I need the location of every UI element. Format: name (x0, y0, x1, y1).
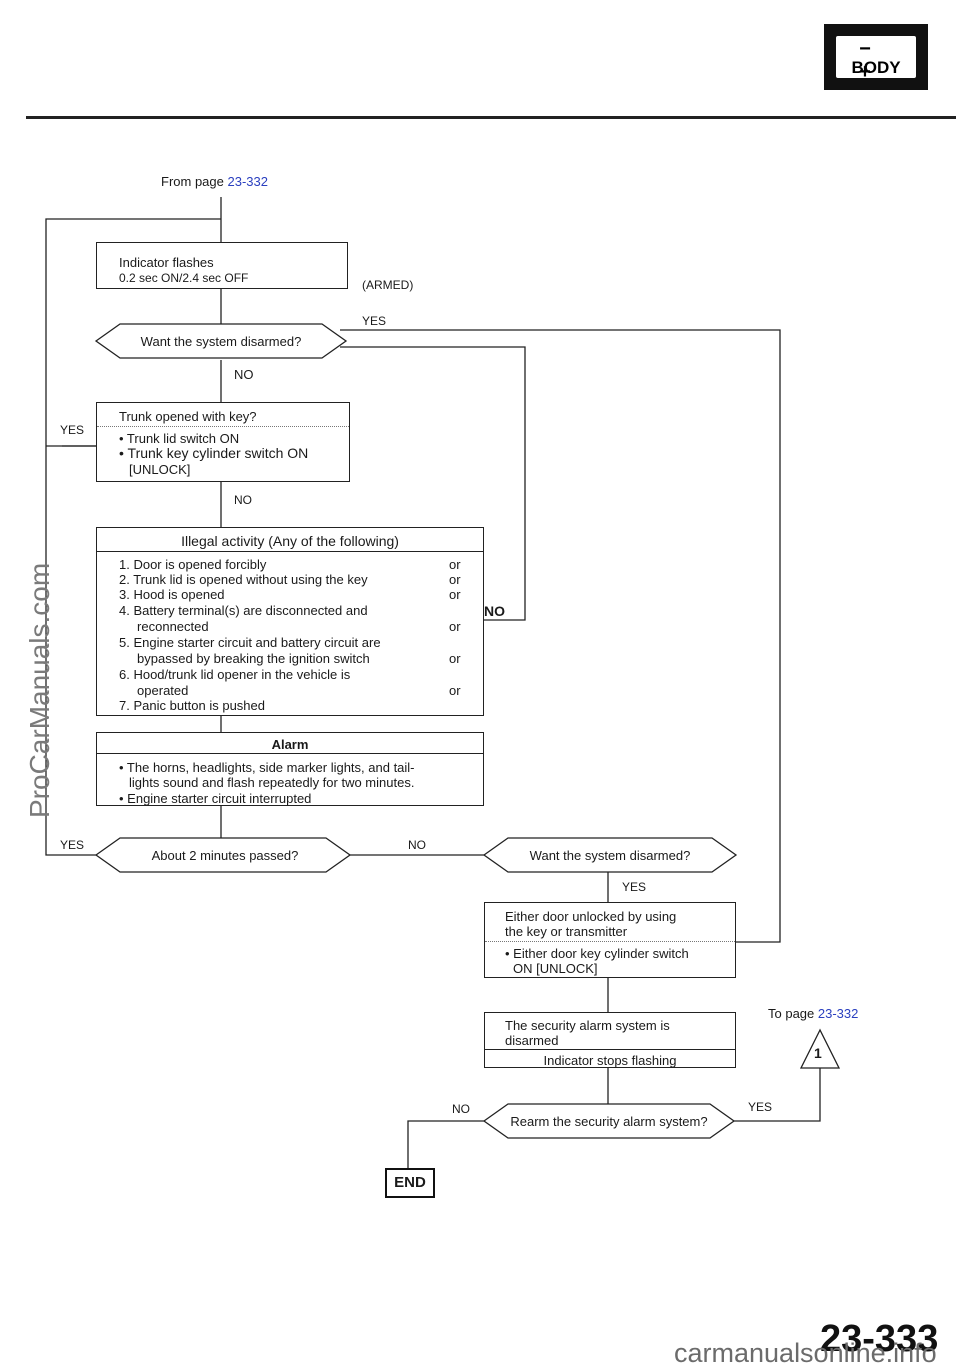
decision4-shape (482, 1103, 736, 1139)
body-section-badge: − + BODY (824, 24, 928, 90)
decision1-yes-label: YES (362, 314, 387, 328)
illegal-line-7: bypassed by breaking the ignition switch (119, 651, 370, 666)
illegal-line-6: 5. Engine starter circuit and battery ci… (119, 635, 381, 650)
trunk-title: Trunk opened with key? (119, 409, 257, 424)
decision1-no-label: NO (234, 367, 254, 382)
to-page-reference: To page 23-332 (768, 1006, 858, 1021)
decision2-shape (94, 837, 352, 873)
alarm-line3: • Engine starter circuit interrupted (119, 791, 312, 806)
decision4-no-label: NO (452, 1102, 470, 1116)
indicator-line2: 0.2 sec ON/2.4 sec OFF (119, 271, 249, 285)
disarmed-line3: Indicator stops flashing (543, 1053, 677, 1068)
unlock-item1: • Either door key cylinder switch (505, 946, 689, 961)
illegal-line-8: 6. Hood/trunk lid opener in the vehicle … (119, 667, 351, 682)
trunk-yes-label: YES (60, 423, 85, 437)
from-page-reference: From page 23-332 (161, 174, 268, 189)
header-rule (26, 116, 956, 119)
unlock-item2: ON [UNLOCK] (513, 961, 598, 976)
trunk-item3: [UNLOCK] (129, 462, 191, 477)
system-disarmed-box: The security alarm system is disarmed In… (484, 1012, 736, 1068)
end-terminator: END (385, 1168, 435, 1198)
indicator-line1: Indicator flashes (119, 255, 214, 270)
illegal-line-4: 4. Battery terminal(s) are disconnected … (119, 603, 368, 618)
decision1-question: Want the system disarmed? (140, 334, 302, 349)
disarmed-line1: The security alarm system is (505, 1018, 670, 1033)
decision3-shape (482, 837, 738, 873)
side-watermark: ProCarManuals.com (24, 562, 55, 818)
unlock-line1: Either door unlocked by using (505, 909, 677, 924)
alarm-title: Alarm (271, 737, 309, 752)
decision1-shape (94, 323, 348, 359)
illegal-no-label: NO (484, 603, 505, 619)
decision3-yes-label: YES (622, 880, 647, 894)
trunk-no-label: NO (234, 493, 252, 507)
decision2-no-label: NO (408, 838, 426, 852)
to-page-prefix: To page (768, 1006, 818, 1021)
alarm-line1: • The horns, headlights, side marker lig… (119, 760, 415, 775)
alarm-box: Alarm • The horns, headlights, side mark… (96, 732, 484, 806)
illegal-title: Illegal activity (Any of the following) (181, 533, 399, 549)
trunk-item2: • Trunk key cylinder switch ON (119, 445, 309, 461)
illegal-line-9: operated (119, 683, 189, 698)
illegal-or-1: or (449, 557, 461, 572)
battery-terminals-icon: − + (859, 38, 893, 83)
armed-label: (ARMED) (362, 278, 414, 292)
illegal-line-10: 7. Panic button is pushed (119, 698, 265, 713)
bottom-watermark: carmanualsonline.info (674, 1338, 937, 1368)
indicator-flashes-box: Indicator flashes 0.2 sec ON/2.4 sec OFF (96, 242, 348, 289)
trunk-opened-box: Trunk opened with key? • Trunk lid switc… (96, 402, 350, 482)
badge-label: BODY (851, 58, 901, 77)
illegal-or-2: or (449, 572, 461, 587)
alarm-line2: lights sound and flash repeatedly for tw… (129, 775, 415, 790)
decision4-yes-label: YES (748, 1100, 773, 1114)
from-page-prefix: From page (161, 174, 228, 189)
illegal-activity-box: Illegal activity (Any of the following) … (96, 527, 484, 716)
to-page-link[interactable]: 23-332 (817, 1006, 859, 1021)
disarmed-line2: disarmed (505, 1033, 559, 1048)
unlock-line2: the key or transmitter (505, 924, 628, 939)
illegal-line-3: 3. Hood is opened (119, 587, 225, 602)
illegal-line-5: reconnected (119, 619, 209, 634)
illegal-or-5: or (449, 619, 461, 634)
illegal-or-3: or (449, 587, 461, 602)
page-number: 23-333 (820, 1318, 939, 1360)
decision2-question: About 2 minutes passed? (151, 848, 299, 863)
illegal-line-2: 2. Trunk lid is opened without using the… (119, 572, 368, 587)
from-page-link[interactable]: 23-332 (227, 174, 268, 189)
decision2-yes-label: YES (60, 838, 85, 852)
illegal-or-9: or (449, 683, 461, 698)
decision3-question: Want the system disarmed? (529, 848, 691, 863)
illegal-line-1: 1. Door is opened forcibly (119, 557, 267, 572)
trunk-item1: • Trunk lid switch ON (119, 431, 240, 446)
door-unlocked-box: Either door unlocked by using the key or… (484, 902, 736, 978)
decision4-question: Rearm the security alarm system? (510, 1114, 708, 1129)
illegal-or-7: or (449, 651, 461, 666)
to-page-connector-label: 1 (814, 1045, 822, 1061)
